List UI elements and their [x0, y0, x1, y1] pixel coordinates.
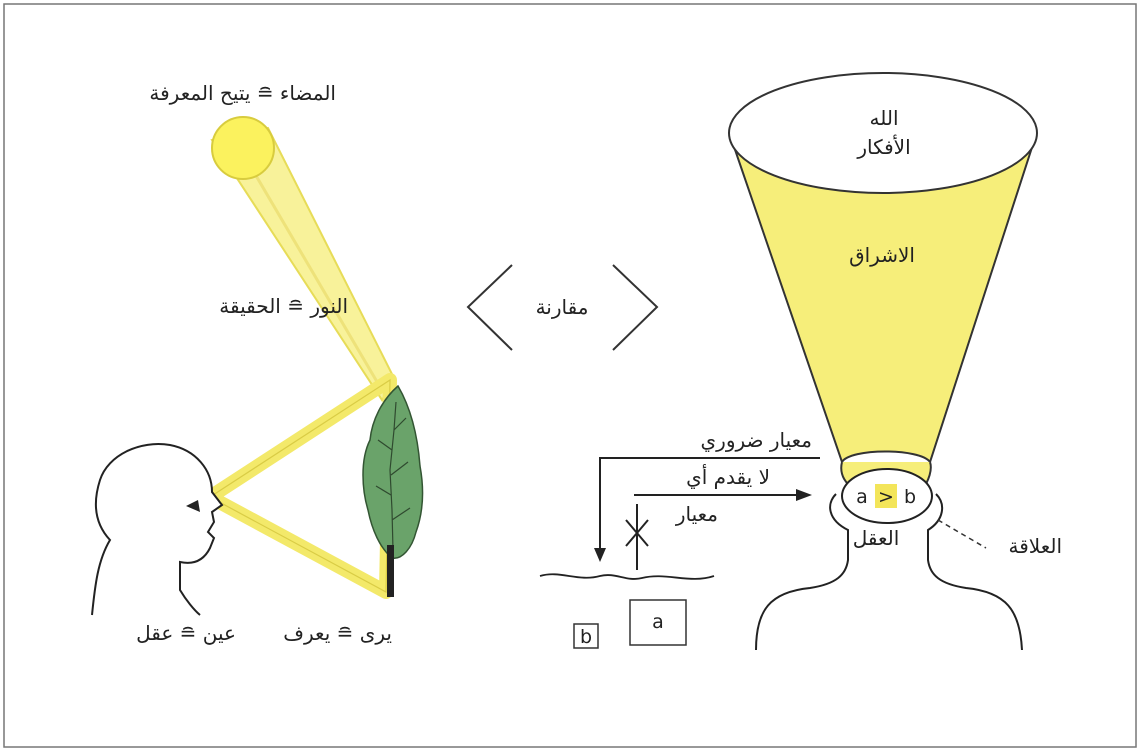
light-label: النور ≘ الحقيقة [219, 294, 348, 318]
relation-label: العلاقة [1008, 534, 1062, 558]
box-a-label: a [652, 611, 664, 633]
ideas-label: الأفكار [856, 135, 910, 159]
criterion-label: معيار ضروري [701, 428, 813, 453]
see-label: يرى ≘ يعرف [283, 621, 392, 645]
relation-op: > [878, 486, 894, 508]
relation-a: a [856, 486, 868, 508]
illumination-label: الاشراق [849, 243, 915, 267]
no-criterion-line2: معيار [675, 502, 718, 526]
eye-label: عين ≘ عقل [136, 621, 236, 645]
no-criterion-line1: لا يقدم أي [686, 464, 770, 490]
god-label: الله [870, 106, 899, 130]
tree-trunk [387, 545, 394, 597]
sun-label: المضاء ≘ يتيح المعرفة [149, 81, 336, 105]
sun-icon [212, 117, 274, 179]
comparison-label: مقارنة [536, 295, 589, 319]
box-b-label: b [580, 626, 592, 648]
relation-b: b [904, 486, 916, 508]
ideas-ellipse [729, 73, 1037, 193]
mind-label: العقل [853, 526, 900, 550]
